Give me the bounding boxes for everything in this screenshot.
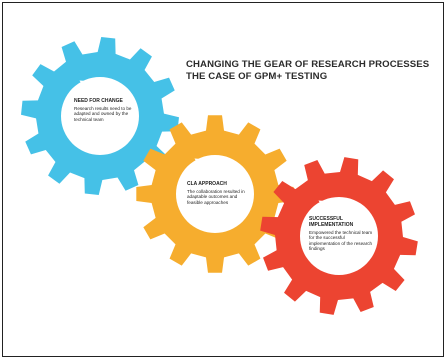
gear-cla-approach: [136, 115, 294, 273]
arrowhead-icon: [79, 80, 91, 91]
gear-3-body: Empowered the technical team for the suc…: [309, 230, 373, 252]
arrowhead-icon: [318, 200, 330, 211]
gear-icon: [136, 115, 294, 273]
gear-1-label: NEED FOR CHANGE Research results need to…: [74, 98, 140, 122]
title-line-2: THE CASE OF GPM+ TESTING: [186, 71, 328, 82]
gear-icon: [21, 37, 179, 195]
circular-arrow-icon: [62, 83, 138, 154]
arrowhead-icon: [194, 158, 206, 169]
gear-1-body: Research results need to be adapted and …: [74, 106, 132, 122]
gear-2-heading: CLA APPROACH: [187, 181, 227, 187]
gear-2-label: CLA APPROACH The collaboration resulted …: [187, 181, 251, 205]
title-line-1: CHANGING THE GEAR OF RESEARCH PROCESSES: [186, 59, 430, 70]
gear-1-heading: NEED FOR CHANGE: [74, 98, 123, 104]
gear-2-body: The collaboration resulted in adaptable …: [187, 189, 245, 205]
gear-3-label: SUCCESSFUL IMPLEMENTATION Empowered the …: [309, 216, 373, 252]
gear-3-heading: SUCCESSFUL IMPLEMENTATION: [309, 216, 354, 228]
gear-need-for-change: [21, 37, 179, 195]
gear-icon: [260, 157, 418, 315]
circular-arrow-icon: [301, 203, 377, 274]
circular-arrow-icon: [177, 161, 253, 232]
gear-successful-implementation: [260, 157, 418, 315]
diagram-title: CHANGING THE GEAR OF RESEARCH PROCESSES …: [186, 59, 429, 83]
